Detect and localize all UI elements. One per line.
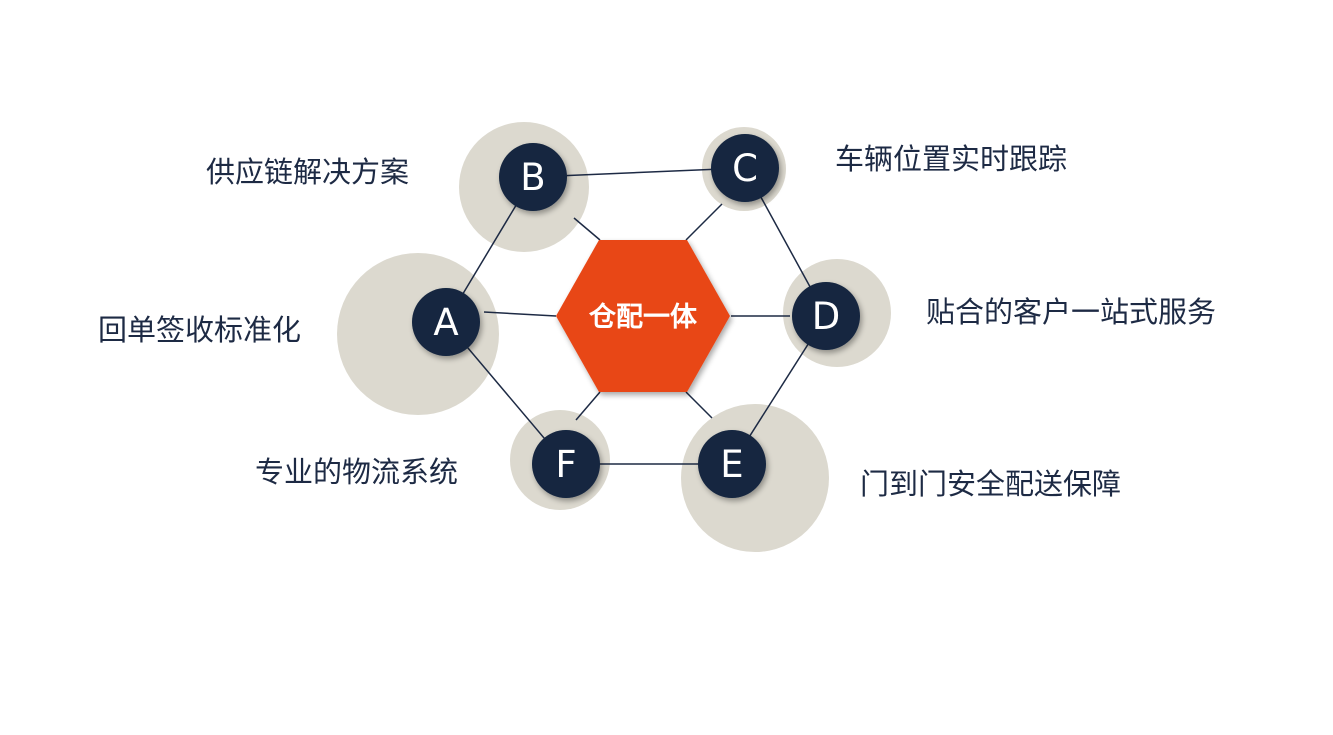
feature-label-b: 供应链解决方案 xyxy=(206,155,410,189)
feature-label-c: 车辆位置实时跟踪 xyxy=(835,142,1068,176)
center-label: 仓配一体 xyxy=(588,302,698,333)
spoke-a xyxy=(483,311,557,317)
node-e xyxy=(698,430,766,498)
center-hexagon xyxy=(556,240,730,392)
spoke-b xyxy=(573,217,601,241)
node-a-letter: A xyxy=(433,301,458,344)
feature-label-f: 专业的物流系统 xyxy=(255,455,459,489)
node-a xyxy=(412,288,480,356)
node-c-letter: C xyxy=(732,147,758,190)
feature-label-d: 贴合的客户一站式服务 xyxy=(926,295,1217,329)
spoke-f xyxy=(575,391,601,421)
node-f xyxy=(532,430,600,498)
spoke-e xyxy=(685,391,713,419)
node-c xyxy=(711,134,779,202)
node-e-letter: E xyxy=(720,443,743,486)
node-d xyxy=(792,282,860,350)
center-hub xyxy=(556,240,730,392)
feature-label-a: 回单签收标准化 xyxy=(98,313,302,347)
node-b xyxy=(499,143,567,211)
node-f-letter: F xyxy=(555,443,576,486)
node-b-letter: B xyxy=(520,156,545,199)
node-group: A B C D E F xyxy=(412,134,860,498)
connector-b-c xyxy=(532,167,746,178)
spoke-c xyxy=(685,203,723,241)
feature-label-e: 门到门安全配送保障 xyxy=(860,467,1122,501)
node-d-letter: D xyxy=(812,295,841,338)
